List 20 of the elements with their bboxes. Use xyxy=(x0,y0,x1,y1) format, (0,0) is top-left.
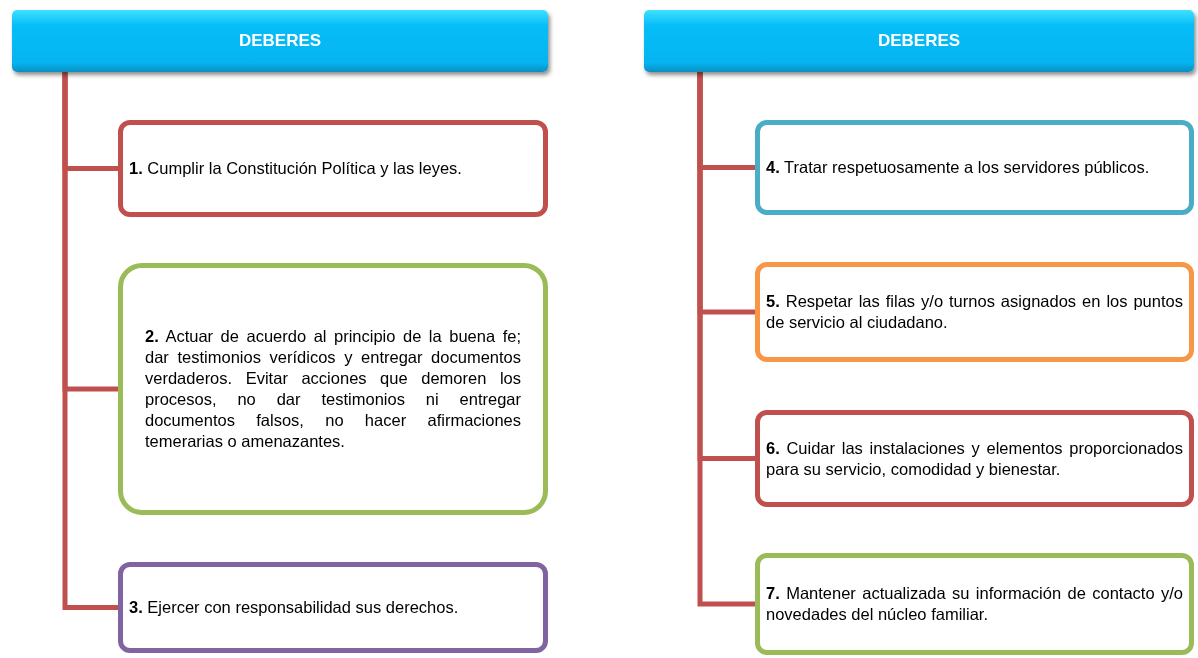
duty-text: 6. Cuidar las instalaciones y elementos proporcionados para su servicio, comodidad y bienestar. xyxy=(766,437,1183,480)
text-box xyxy=(118,263,548,515)
text-box xyxy=(118,120,548,217)
duty-text: 3. Ejercer con responsabilidad sus derechos. xyxy=(129,597,460,618)
header-bar xyxy=(12,10,548,72)
duty-text: 4. Tratar respetuosamente a los servidores públicos. xyxy=(766,157,1151,178)
text-box xyxy=(118,562,548,653)
text-box xyxy=(755,553,1194,655)
duty-text: 1. Cumplir la Constitución Política y las leyes. xyxy=(129,158,463,179)
text-box xyxy=(755,120,1194,215)
connector-line xyxy=(62,72,118,610)
header-title: DEBERES xyxy=(238,31,322,51)
header-bar xyxy=(644,10,1194,72)
duty-text: 2. Actuar de acuerdo al principio de la buena fe; dar testimonios verídicos y entregar documentos verdaderos. Evitar acciones que demoren los procesos, no dar testimonios ni entregar documentos falsos, no hacer afirmaciones temerarias o amenazantes. xyxy=(145,326,521,452)
connector-line xyxy=(697,72,755,607)
header-title: DEBERES xyxy=(877,31,961,51)
text-box xyxy=(755,262,1194,362)
text-box xyxy=(755,410,1194,507)
duty-text: 7. Mantener actualizada su información de contacto y/o novedades del núcleo familiar. xyxy=(766,583,1183,625)
duty-text: 5. Respetar las filas y/o turnos asignados en los puntos de servicio al ciudadano. xyxy=(766,291,1183,333)
